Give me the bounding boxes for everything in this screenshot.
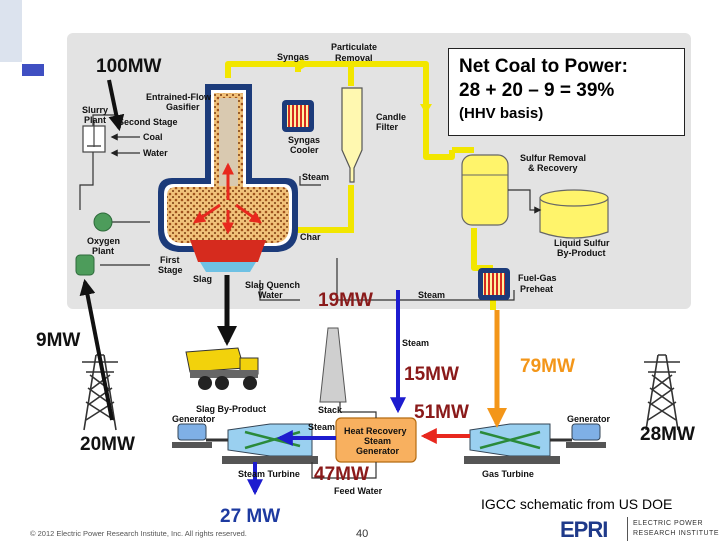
mw-aux-9: 9MW [36, 330, 80, 351]
decor-bar-blue [22, 64, 44, 76]
syngas-direction-arrow-2 [420, 104, 432, 114]
label-steam-turbine: Steam Turbine [238, 469, 300, 479]
net-efficiency-box: Net Coal to Power: 28 + 20 – 9 = 39% (HH… [448, 48, 685, 136]
epri-logo: EPRI ELECTRIC POWER RESEARCH INSTITUTE [560, 515, 719, 543]
mw-gas-turbine-28: 28MW [640, 424, 695, 445]
label-generator-right: Generator [567, 414, 611, 424]
label-candle-1: Candle [376, 112, 406, 122]
generator-right [566, 423, 606, 448]
label-hrsg-3: Generator [356, 446, 400, 456]
epri-logo-line2: RESEARCH INSTITUTE [633, 530, 720, 537]
syngas-direction-arrow [300, 58, 310, 70]
label-sulfur-removal-1: Sulfur Removal [520, 153, 586, 163]
label-feed-water: Feed Water [334, 486, 383, 496]
label-slag-quench-1: Slag Quench [245, 280, 300, 290]
epri-logo-line1: ELECTRIC POWER [633, 520, 704, 527]
hrsg-stack-line [339, 402, 377, 418]
label-cooler-2: Cooler [290, 145, 319, 155]
oxygen-plant-icon [75, 254, 95, 276]
steam-turbine [222, 423, 318, 464]
label-slag-quench-2: Water [258, 290, 283, 300]
label-hrsg-2: Steam [364, 436, 391, 446]
label-first-stage-1: First [160, 255, 180, 265]
label-fuel-gas-2: Preheat [520, 284, 553, 294]
label-oxygen-1: Oxygen [87, 236, 120, 246]
label-steam-d: Steam [308, 422, 335, 432]
label-candle-2: Filter [376, 122, 399, 132]
label-gasifier-1: Entrained-Flow [146, 92, 212, 102]
label-cooler-1: Syngas [288, 135, 320, 145]
label-generator-left: Generator [172, 414, 216, 424]
label-coal: Coal [143, 132, 163, 142]
label-steam-a: Steam [302, 172, 329, 182]
decor-bar-top [0, 0, 22, 62]
label-particulate-1: Particulate [331, 42, 377, 52]
label-water: Water [143, 148, 168, 158]
label-slag-byproduct: Slag By-Product [196, 404, 266, 414]
net-efficiency-equation: 28 + 20 – 9 = 39% [459, 80, 615, 101]
mw-feed-47: 47MW [314, 464, 369, 485]
liquid-sulfur-tank [539, 189, 609, 239]
label-stack: Stack [318, 405, 343, 415]
mw-aux-20: 20MW [80, 434, 135, 455]
label-gas-turbine: Gas Turbine [482, 469, 534, 479]
page-number: 40 [356, 528, 369, 540]
gas-turbine [464, 423, 560, 464]
label-steam-b: Steam [418, 290, 445, 300]
net-efficiency-title: Net Coal to Power: [459, 56, 628, 77]
label-first-stage-2: Stage [158, 265, 183, 275]
mw-steam-19: 19MW [318, 290, 373, 311]
label-slurry-2: Plant [84, 115, 106, 125]
slag-truck-icon [185, 347, 259, 390]
label-particulate-2: Removal [335, 53, 373, 63]
mw-fuel-79: 79MW [520, 356, 575, 377]
label-liquid-sulfur-2: By-Product [557, 248, 606, 258]
candle-filter [341, 87, 363, 183]
label-sulfur-removal-2: & Recovery [528, 163, 578, 173]
net-efficiency-basis: (HHV basis) [459, 105, 544, 122]
mw-exhaust-51: 51MW [414, 402, 469, 423]
mw-steam-turbine-27: 27 MW [220, 506, 280, 527]
fuel-gas-preheat-coil [483, 273, 505, 295]
label-liquid-sulfur-1: Liquid Sulfur [554, 238, 610, 248]
label-char: Char [300, 232, 321, 242]
label-slag: Slag [193, 274, 212, 284]
feed-water-line [311, 462, 377, 479]
mw-coal-in: 100MW [96, 56, 162, 77]
label-steam-c: Steam [402, 338, 429, 348]
oxygen-compressor-icon [93, 212, 113, 232]
label-hrsg-1: Heat Recovery [344, 426, 407, 436]
label-gasifier-2: Gasifier [166, 102, 200, 112]
mw-steam-15: 15MW [404, 364, 459, 385]
sulfur-removal-vessel [461, 154, 509, 226]
logo-divider [627, 517, 628, 541]
schematic-caption: IGCC schematic from US DOE [481, 496, 673, 512]
label-second-stage: Second Stage [118, 117, 178, 127]
sulfur-line [508, 189, 542, 214]
copyright-notice: © 2012 Electric Power Research Institute… [30, 529, 247, 538]
flame-arrows [193, 162, 262, 235]
syngas-cooler-coil [287, 105, 309, 127]
generator-left [172, 423, 212, 448]
transmission-tower-right [644, 354, 680, 431]
aux-power-arrow [79, 278, 114, 421]
label-oxygen-2: Plant [92, 246, 114, 256]
stack [319, 327, 347, 403]
epri-logo-mark: EPRI [560, 517, 608, 542]
label-syngas: Syngas [277, 52, 309, 62]
label-fuel-gas-1: Fuel-Gas [518, 273, 557, 283]
coal-energy-arrow [107, 79, 125, 132]
char-return-line [275, 185, 354, 233]
label-slurry-1: Slurry [82, 105, 108, 115]
